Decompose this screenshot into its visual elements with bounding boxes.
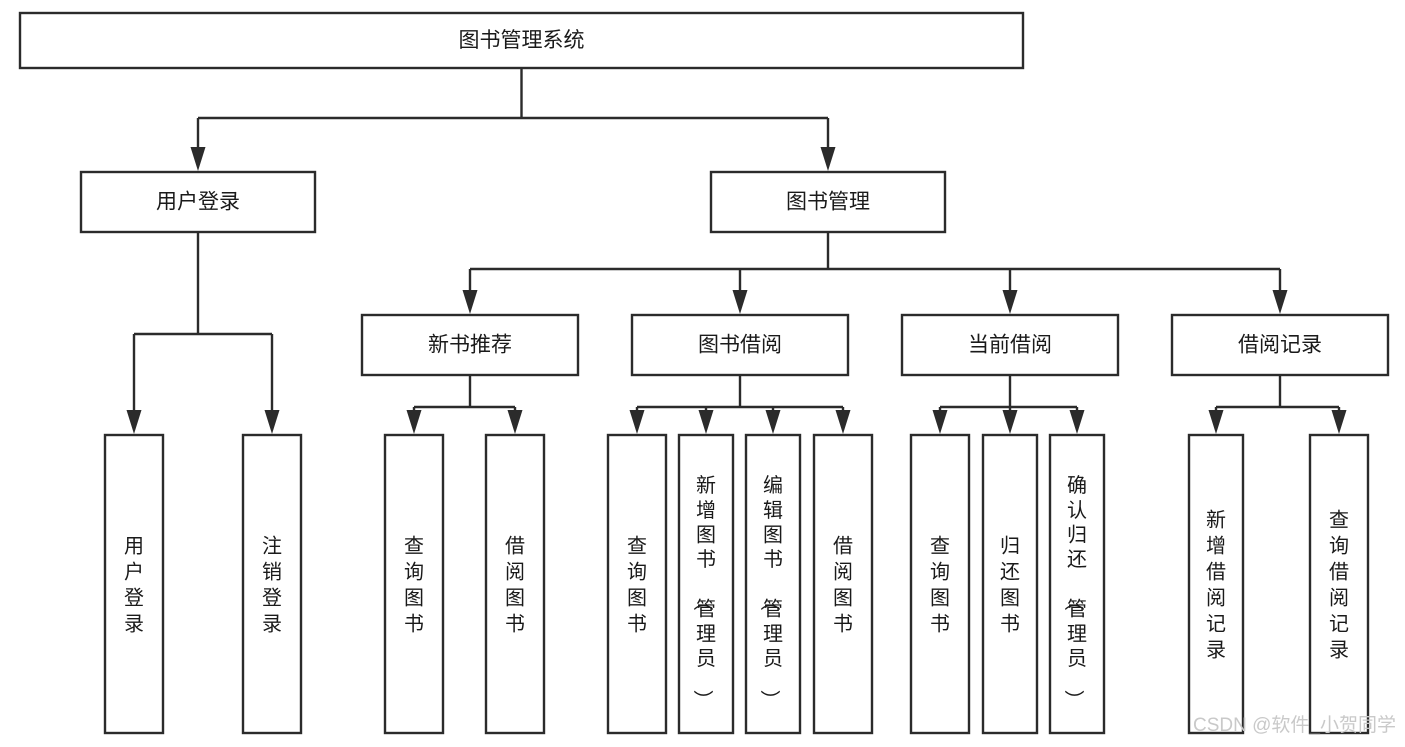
node-label: 借阅图书 bbox=[505, 534, 525, 635]
connector-arrowhead-icon bbox=[765, 410, 781, 434]
node-box[interactable] bbox=[900, 313, 1120, 377]
connector-arrowhead-icon bbox=[629, 410, 645, 434]
node-box[interactable] bbox=[1187, 433, 1245, 735]
edge-group-root bbox=[190, 68, 836, 171]
connector-arrowhead-icon bbox=[1002, 290, 1018, 314]
connector-arrowhead-icon bbox=[1272, 290, 1288, 314]
connector-arrowhead-icon bbox=[507, 410, 523, 434]
connector-arrowhead-icon bbox=[190, 147, 206, 171]
node-leaf_borrow_edit[interactable]: 编辑图书（管理员） bbox=[744, 433, 802, 735]
node-label: 图书管理 bbox=[786, 191, 870, 214]
node-box[interactable] bbox=[709, 170, 947, 234]
node-box[interactable] bbox=[606, 433, 668, 735]
node-leaf_user_login[interactable]: 用户登录 bbox=[103, 433, 165, 735]
edge-group-l1_book bbox=[462, 232, 1288, 314]
node-leaf_borrow_lend[interactable]: 借阅图书 bbox=[812, 433, 874, 735]
node-leaf_user_logout[interactable]: 注销登录 bbox=[241, 433, 303, 735]
node-box[interactable] bbox=[630, 313, 850, 377]
node-l2_record[interactable]: 借阅记录 bbox=[1170, 313, 1390, 377]
connector-arrowhead-icon bbox=[820, 147, 836, 171]
node-leaf_rec_add[interactable]: 新增借阅记录 bbox=[1187, 433, 1245, 735]
connector-arrowhead-icon bbox=[1002, 410, 1018, 434]
node-leaf_rec_query[interactable]: 查询借阅记录 bbox=[1308, 433, 1370, 735]
edge-group-l2_record bbox=[1208, 375, 1347, 434]
node-label: 新增借阅记录 bbox=[1206, 508, 1226, 661]
node-box[interactable] bbox=[744, 433, 802, 735]
connector-arrowhead-icon bbox=[732, 290, 748, 314]
connector-arrowhead-icon bbox=[264, 410, 280, 434]
node-box[interactable] bbox=[360, 313, 580, 377]
node-l2_newbook[interactable]: 新书推荐 bbox=[360, 313, 580, 377]
node-label: 新增图书（管理员） bbox=[691, 474, 716, 710]
node-leaf_borrow_query[interactable]: 查询图书 bbox=[606, 433, 668, 735]
node-label: 注销登录 bbox=[262, 534, 282, 635]
node-box[interactable] bbox=[981, 433, 1039, 735]
connector-arrowhead-icon bbox=[835, 410, 851, 434]
node-label: 当前借阅 bbox=[968, 334, 1052, 357]
edge-group-l2_borrow bbox=[629, 375, 851, 434]
node-box[interactable] bbox=[909, 433, 971, 735]
node-leaf_cur_query[interactable]: 查询图书 bbox=[909, 433, 971, 735]
node-label: 归还图书 bbox=[1000, 534, 1020, 635]
connector-arrowhead-icon bbox=[698, 410, 714, 434]
node-leaf_borrow_add[interactable]: 新增图书（管理员） bbox=[677, 433, 735, 735]
connector-arrowhead-icon bbox=[1069, 410, 1085, 434]
connector-arrowhead-icon bbox=[1208, 410, 1224, 434]
connector-arrowhead-icon bbox=[126, 410, 142, 434]
node-box[interactable] bbox=[18, 11, 1025, 70]
node-label: 借阅图书 bbox=[833, 534, 853, 635]
connector-arrowhead-icon bbox=[406, 410, 422, 434]
node-leaf_new_query[interactable]: 查询图书 bbox=[383, 433, 445, 735]
edge-group-l1_user bbox=[126, 232, 280, 434]
edge-group-l2_current bbox=[932, 375, 1085, 434]
node-label: 图书管理系统 bbox=[459, 29, 585, 52]
node-label: 图书借阅 bbox=[698, 334, 782, 357]
connector-arrowhead-icon bbox=[932, 410, 948, 434]
node-box[interactable] bbox=[1048, 433, 1106, 735]
node-l2_current[interactable]: 当前借阅 bbox=[900, 313, 1120, 377]
node-label: 确认归还（管理员） bbox=[1062, 474, 1087, 710]
connector-arrowhead-icon bbox=[462, 290, 478, 314]
node-l1_book[interactable]: 图书管理 bbox=[709, 170, 947, 234]
node-l2_borrow[interactable]: 图书借阅 bbox=[630, 313, 850, 377]
csdn-watermark: CSDN @软件_小贺同学 bbox=[1193, 714, 1396, 736]
node-label: 借阅记录 bbox=[1238, 334, 1322, 357]
nodes-layer: 图书管理系统用户登录图书管理新书推荐图书借阅当前借阅借阅记录用户登录注销登录查询… bbox=[18, 11, 1390, 735]
node-box[interactable] bbox=[677, 433, 735, 735]
node-label: 用户登录 bbox=[156, 191, 240, 214]
node-l1_user[interactable]: 用户登录 bbox=[79, 170, 317, 234]
edge-group-l2_newbook bbox=[406, 375, 523, 434]
node-box[interactable] bbox=[241, 433, 303, 735]
node-box[interactable] bbox=[812, 433, 874, 735]
node-label: 查询图书 bbox=[404, 534, 424, 635]
node-box[interactable] bbox=[103, 433, 165, 735]
node-label: 编辑图书（管理员） bbox=[758, 474, 783, 710]
node-label: 新书推荐 bbox=[428, 334, 512, 357]
node-leaf_cur_confirm[interactable]: 确认归还（管理员） bbox=[1048, 433, 1106, 735]
node-box[interactable] bbox=[383, 433, 445, 735]
node-label: 查询图书 bbox=[627, 534, 647, 635]
node-box[interactable] bbox=[484, 433, 546, 735]
node-root[interactable]: 图书管理系统 bbox=[18, 11, 1025, 70]
node-label: 用户登录 bbox=[124, 535, 144, 635]
connector-arrowhead-icon bbox=[1331, 410, 1347, 434]
node-leaf_new_borrow[interactable]: 借阅图书 bbox=[484, 433, 546, 735]
node-label: 查询借阅记录 bbox=[1329, 508, 1349, 661]
node-box[interactable] bbox=[79, 170, 317, 234]
connectors-layer bbox=[126, 68, 1347, 434]
node-box[interactable] bbox=[1170, 313, 1390, 377]
node-label: 查询图书 bbox=[930, 534, 950, 635]
node-leaf_cur_return[interactable]: 归还图书 bbox=[981, 433, 1039, 735]
node-box[interactable] bbox=[1308, 433, 1370, 735]
